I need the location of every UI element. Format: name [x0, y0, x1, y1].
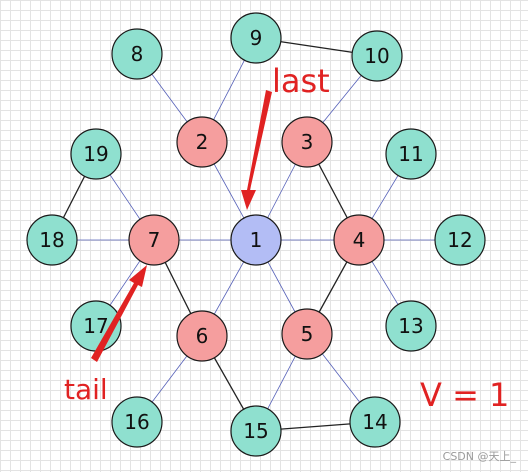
- v-equation-label: V = 1: [420, 376, 509, 414]
- node-label-3: 3: [301, 130, 314, 154]
- node-5: 5: [281, 308, 333, 360]
- node-6: 6: [176, 310, 228, 362]
- node-label-6: 6: [196, 324, 209, 348]
- node-label-7: 7: [148, 228, 161, 252]
- tail-label: tail: [64, 373, 108, 406]
- node-label-16: 16: [124, 410, 149, 434]
- node-label-10: 10: [364, 44, 389, 68]
- node-label-17: 17: [83, 314, 108, 338]
- node-16: 16: [111, 396, 163, 448]
- node-circle-12: [434, 214, 486, 266]
- node-circle-6: [176, 310, 228, 362]
- node-circle-7: [128, 214, 180, 266]
- node-18: 18: [26, 214, 78, 266]
- node-circle-10: [351, 30, 403, 82]
- node-12: 12: [434, 214, 486, 266]
- node-3: 3: [281, 116, 333, 168]
- node-circle-5: [281, 308, 333, 360]
- node-circle-14: [349, 396, 401, 448]
- node-circle-13: [385, 300, 437, 352]
- node-7: 7: [128, 214, 180, 266]
- tail-arrow: [91, 265, 147, 362]
- node-label-9: 9: [250, 26, 263, 50]
- node-10: 10: [351, 30, 403, 82]
- node-label-8: 8: [131, 42, 144, 66]
- node-9: 9: [230, 12, 282, 64]
- node-13: 13: [385, 300, 437, 352]
- last-label: last: [272, 62, 330, 100]
- annotations-layer: last tail V = 1: [64, 62, 509, 414]
- node-circle-19: [70, 128, 122, 180]
- node-circle-18: [26, 214, 78, 266]
- node-circle-11: [385, 128, 437, 180]
- node-label-1: 1: [250, 228, 263, 252]
- node-circle-8: [111, 28, 163, 80]
- node-circle-1: [230, 214, 282, 266]
- node-label-18: 18: [39, 228, 64, 252]
- node-label-19: 19: [83, 142, 108, 166]
- node-4: 4: [333, 214, 385, 266]
- node-label-11: 11: [398, 142, 423, 166]
- node-label-4: 4: [353, 228, 366, 252]
- node-2: 2: [176, 116, 228, 168]
- node-circle-4: [333, 214, 385, 266]
- node-label-5: 5: [301, 322, 314, 346]
- node-14: 14: [349, 396, 401, 448]
- node-label-14: 14: [362, 410, 387, 434]
- node-circle-2: [176, 116, 228, 168]
- watermark-text: CSDN @天上_: [442, 450, 516, 463]
- node-circle-16: [111, 396, 163, 448]
- node-circle-3: [281, 116, 333, 168]
- node-circle-15: [230, 405, 282, 457]
- node-circle-9: [230, 12, 282, 64]
- node-11: 11: [385, 128, 437, 180]
- node-8: 8: [111, 28, 163, 80]
- last-arrow: [241, 90, 272, 210]
- node-label-12: 12: [447, 228, 472, 252]
- node-15: 15: [230, 405, 282, 457]
- node-label-2: 2: [196, 130, 209, 154]
- node-label-13: 13: [398, 314, 423, 338]
- node-1: 1: [230, 214, 282, 266]
- node-19: 19: [70, 128, 122, 180]
- node-label-15: 15: [243, 419, 268, 443]
